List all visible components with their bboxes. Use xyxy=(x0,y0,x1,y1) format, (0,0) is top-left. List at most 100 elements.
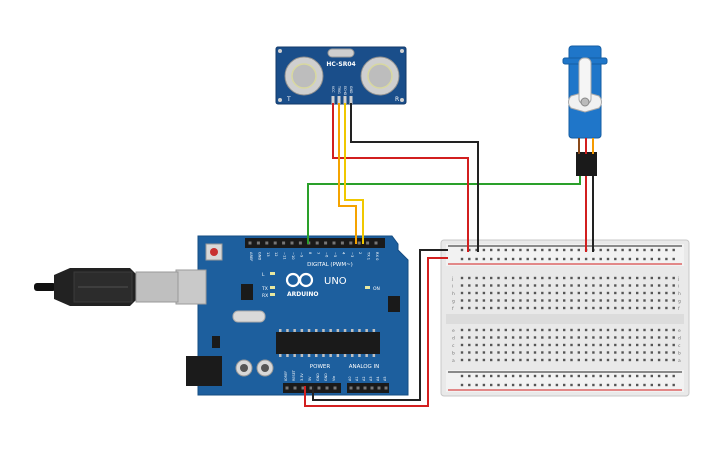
rail-hole[interactable] xyxy=(490,257,493,261)
terminal-hole[interactable] xyxy=(533,328,537,332)
terminal-hole[interactable] xyxy=(570,328,573,332)
terminal-hole[interactable] xyxy=(490,284,493,287)
terminal-hole[interactable] xyxy=(643,336,646,339)
terminal-hole[interactable] xyxy=(657,284,661,287)
rail-hole[interactable] xyxy=(468,248,471,252)
terminal-hole[interactable] xyxy=(563,284,566,287)
terminal-hole[interactable] xyxy=(672,336,675,339)
rail-hole[interactable] xyxy=(563,257,566,261)
terminal-hole[interactable] xyxy=(636,328,639,332)
terminal-hole[interactable] xyxy=(636,336,639,339)
terminal-hole[interactable] xyxy=(592,291,595,295)
terminal-hole[interactable] xyxy=(519,328,522,332)
terminal-hole[interactable] xyxy=(570,336,573,339)
terminal-hole[interactable] xyxy=(475,291,478,295)
terminal-hole[interactable] xyxy=(577,343,580,347)
rail-hole[interactable] xyxy=(614,257,617,261)
rail-hole[interactable] xyxy=(511,248,515,252)
analog-pin[interactable] xyxy=(356,386,360,390)
rail-hole[interactable] xyxy=(643,257,646,261)
digital-pin[interactable] xyxy=(315,241,319,245)
terminal-hole[interactable] xyxy=(657,291,661,295)
terminal-hole[interactable] xyxy=(511,336,515,339)
terminal-hole[interactable] xyxy=(519,343,522,347)
terminal-hole[interactable] xyxy=(672,284,675,287)
terminal-hole[interactable] xyxy=(592,328,595,332)
rail-hole[interactable] xyxy=(570,383,573,387)
rail-hole[interactable] xyxy=(504,248,507,252)
rail-hole[interactable] xyxy=(504,257,507,261)
terminal-hole[interactable] xyxy=(519,284,522,287)
wire-sensor-echo[interactable] xyxy=(344,103,364,244)
terminal-hole[interactable] xyxy=(584,284,588,287)
terminal-hole[interactable] xyxy=(606,336,610,339)
terminal-hole[interactable] xyxy=(621,306,624,310)
rail-hole[interactable] xyxy=(570,248,573,252)
terminal-hole[interactable] xyxy=(475,343,478,347)
terminal-hole[interactable] xyxy=(555,299,559,302)
terminal-hole[interactable] xyxy=(548,343,551,347)
terminal-hole[interactable] xyxy=(584,358,588,362)
terminal-hole[interactable] xyxy=(665,299,668,302)
terminal-hole[interactable] xyxy=(475,306,478,310)
terminal-hole[interactable] xyxy=(482,284,486,287)
rail-hole[interactable] xyxy=(577,374,580,378)
rail-hole[interactable] xyxy=(511,257,515,261)
rail-hole[interactable] xyxy=(606,248,610,252)
rail-hole[interactable] xyxy=(621,257,624,261)
rail-hole[interactable] xyxy=(657,257,661,261)
rail-hole[interactable] xyxy=(482,374,486,378)
terminal-hole[interactable] xyxy=(672,291,675,295)
terminal-hole[interactable] xyxy=(541,284,544,287)
terminal-hole[interactable] xyxy=(614,358,617,362)
rail-hole[interactable] xyxy=(657,248,661,252)
rail-hole[interactable] xyxy=(541,257,544,261)
rail-hole[interactable] xyxy=(563,383,566,387)
rail-hole[interactable] xyxy=(592,374,595,378)
terminal-hole[interactable] xyxy=(511,299,515,302)
rail-hole[interactable] xyxy=(497,257,500,261)
digital-pin[interactable] xyxy=(298,241,302,245)
terminal-hole[interactable] xyxy=(482,299,486,302)
terminal-hole[interactable] xyxy=(541,328,544,332)
terminal-hole[interactable] xyxy=(519,299,522,302)
rail-hole[interactable] xyxy=(650,257,653,261)
terminal-hole[interactable] xyxy=(584,328,588,332)
rail-hole[interactable] xyxy=(606,374,610,378)
terminal-hole[interactable] xyxy=(482,306,486,310)
terminal-hole[interactable] xyxy=(636,284,639,287)
rail-hole[interactable] xyxy=(599,248,602,252)
terminal-hole[interactable] xyxy=(672,343,675,347)
rail-hole[interactable] xyxy=(592,383,595,387)
terminal-hole[interactable] xyxy=(490,291,493,295)
terminal-hole[interactable] xyxy=(563,299,566,302)
terminal-hole[interactable] xyxy=(563,328,566,332)
terminal-hole[interactable] xyxy=(606,328,610,332)
terminal-hole[interactable] xyxy=(497,291,500,295)
rail-hole[interactable] xyxy=(672,257,675,261)
terminal-hole[interactable] xyxy=(460,336,464,339)
terminal-hole[interactable] xyxy=(614,328,617,332)
wire-arduino-gnd[interactable] xyxy=(312,249,448,401)
rail-hole[interactable] xyxy=(628,374,632,378)
terminal-hole[interactable] xyxy=(526,276,529,280)
rail-hole[interactable] xyxy=(548,248,551,252)
terminal-hole[interactable] xyxy=(490,328,493,332)
terminal-hole[interactable] xyxy=(541,299,544,302)
terminal-hole[interactable] xyxy=(555,276,559,280)
rail-hole[interactable] xyxy=(555,248,559,252)
terminal-hole[interactable] xyxy=(460,284,464,287)
rail-hole[interactable] xyxy=(672,383,675,387)
terminal-hole[interactable] xyxy=(614,351,617,354)
terminal-hole[interactable] xyxy=(584,351,588,354)
terminal-hole[interactable] xyxy=(599,276,602,280)
terminal-hole[interactable] xyxy=(497,276,500,280)
terminal-hole[interactable] xyxy=(665,358,668,362)
rail-hole[interactable] xyxy=(628,383,632,387)
terminal-hole[interactable] xyxy=(555,336,559,339)
rail-hole[interactable] xyxy=(533,248,537,252)
terminal-hole[interactable] xyxy=(511,343,515,347)
rail-hole[interactable] xyxy=(665,374,668,378)
terminal-hole[interactable] xyxy=(570,351,573,354)
rail-hole[interactable] xyxy=(519,383,522,387)
